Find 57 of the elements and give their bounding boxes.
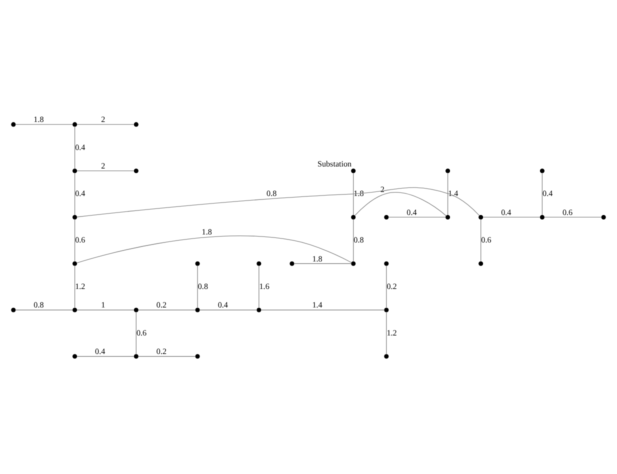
connector [74,218,76,262]
connector [76,356,134,357]
node-circle [351,261,356,266]
connector [76,236,352,264]
node-circle [134,308,138,312]
connector [482,216,540,218]
connector [480,218,482,262]
node-circle [601,214,606,220]
node-circle [195,261,200,266]
node-circle [256,261,262,266]
connector [386,312,387,354]
node-circle [446,168,450,174]
node-circle [134,122,138,127]
node-circle [72,261,78,266]
node-circle [134,168,138,174]
node-circle [134,354,138,359]
node-circle [195,354,200,359]
node-circle [384,308,389,312]
node-circle [72,122,78,127]
connector [542,172,543,216]
connector [74,265,76,308]
connector [388,216,446,218]
connector [76,124,134,125]
connector [447,172,448,216]
node-circle [290,261,294,266]
connector [74,172,76,216]
connector [353,218,354,262]
connector [197,265,198,308]
node-circle [478,214,484,220]
node-circle [446,214,450,220]
node-circle [72,308,78,312]
connector [138,356,196,357]
connector [294,263,352,264]
connector [544,216,602,218]
node-circle [478,261,484,266]
node-circle [351,168,356,174]
node-circle [384,214,389,220]
connector [74,126,76,169]
connector [76,170,134,172]
connector [258,265,260,308]
connector [386,265,387,308]
node-circle [540,168,544,174]
node-circle [351,214,356,220]
connector [353,172,354,216]
connector [76,187,480,218]
node-circle [384,261,389,266]
node-circle [384,354,389,359]
node-circle [11,122,16,127]
node-circle [72,214,78,220]
node-circle [256,308,262,312]
node-circle [195,308,200,312]
node-circle [72,354,78,359]
connector [15,124,74,125]
node-circle [540,214,544,220]
node-circle [72,168,78,174]
node-circle [11,308,16,312]
connector [354,192,447,216]
